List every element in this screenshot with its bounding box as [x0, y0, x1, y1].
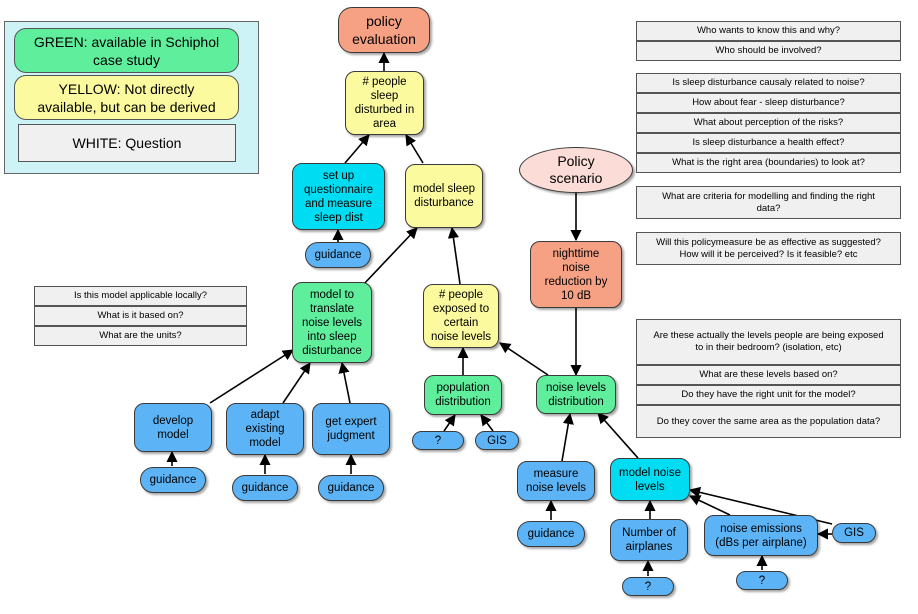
arrow-modelsleep-to-disturbed: [405, 134, 424, 164]
question-applicable-locally: Is this model applicable locally?: [34, 286, 247, 306]
question-units: What are the units?: [34, 326, 247, 346]
question-effective: Will this policymeasure be as effective …: [636, 232, 901, 265]
question-who-involved: Who should be involved?: [636, 41, 901, 61]
node-guidance-adapt: guidance: [232, 475, 298, 501]
node-policy-scenario: Policy scenario: [519, 147, 633, 193]
arrow-questionnaire-to-disturbed: [344, 134, 370, 164]
arrow-adapt-to-translate: [282, 362, 311, 404]
question-right-area: What is the right area (boundaries) to l…: [636, 153, 901, 173]
arrow-noisedist-to-exposed: [499, 342, 549, 376]
node-develop-model: develop model: [134, 403, 212, 452]
question-fear: How about fear - sleep disturbance?: [636, 93, 901, 113]
node-airplanes-unknown: ?: [622, 577, 674, 596]
node-expert-judgment: get expert judgment: [312, 403, 390, 455]
arrow-develop-to-translate: [209, 349, 294, 404]
question-levels-based-on: What are these levels based on?: [636, 365, 901, 385]
question-based-on: What is it based on?: [34, 306, 247, 326]
arrow-emissions-to-modelnoise: [688, 495, 731, 516]
node-people-disturbed: # people sleep disturbed in area: [345, 71, 424, 135]
arrow-expert-to-translate: [338, 361, 351, 404]
node-pop-gis: GIS: [475, 431, 519, 450]
arrow-translate-to-modelsleep: [361, 227, 418, 287]
node-pop-unknown: ?: [412, 431, 464, 450]
node-policy-evaluation: policy evaluation: [338, 7, 430, 53]
node-adapt-model: adapt existing model: [226, 403, 304, 455]
arrow-exposed-to-modelsleep: [447, 226, 461, 285]
legend-yellow: YELLOW: Not directly available, but can …: [14, 75, 239, 120]
arrow-modelnoise-to-noisedist: [597, 412, 639, 459]
question-same-area: Do they cover the same area as the popul…: [636, 405, 901, 438]
question-causally-related: Is sleep disturbance causaly related to …: [636, 73, 901, 93]
question-right-unit: Do they have the right unit for the mode…: [636, 385, 901, 405]
arrow-unknown-to-popdist: [443, 414, 456, 432]
node-guidance-expert: guidance: [318, 475, 384, 501]
node-emissions-gis: GIS: [832, 523, 876, 543]
question-perception: What about perception of the risks?: [636, 113, 901, 133]
question-who-wants: Who wants to know this and why?: [636, 21, 901, 41]
question-criteria: What are criteria for modelling and find…: [636, 186, 901, 219]
node-measure-noise: measure noise levels: [517, 461, 595, 501]
arrow-measure-to-noisedist: [561, 412, 574, 462]
node-noise-levels-distribution: noise levels distribution: [536, 375, 616, 414]
node-guidance-develop: guidance: [140, 467, 206, 493]
node-nighttime-reduction: nighttime noise reduction by 10 dB: [530, 241, 622, 308]
node-emissions-unknown: ?: [736, 571, 788, 590]
node-noise-emissions: noise emissions (dBs per airplane): [704, 515, 818, 556]
legend-green: GREEN: available in Schiphol case study: [14, 28, 239, 73]
node-model-sleep-disturbance: model sleep disturbance: [405, 164, 483, 228]
question-health-effect: Is sleep disturbance a health effect?: [636, 133, 901, 153]
legend-panel: GREEN: available in Schiphol case study …: [4, 21, 259, 174]
node-questionnaire: set up questionnaire and measure sleep d…: [292, 163, 385, 230]
arrow-gis-to-popdist: [480, 414, 494, 432]
node-people-exposed: # people exposed to certain noise levels: [423, 284, 499, 348]
node-guidance-questionnaire: guidance: [305, 242, 371, 268]
node-model-translate: model to translate noise levels into sle…: [292, 282, 372, 363]
node-model-noise-levels: model noise levels: [610, 458, 690, 501]
node-population-distribution: population distribution: [424, 375, 502, 415]
legend-white: WHITE: Question: [18, 124, 236, 162]
question-bedroom-levels: Are these actually the levels people are…: [636, 319, 901, 365]
node-number-airplanes: Number of airplanes: [610, 519, 688, 561]
node-guidance-measure: guidance: [517, 521, 585, 547]
